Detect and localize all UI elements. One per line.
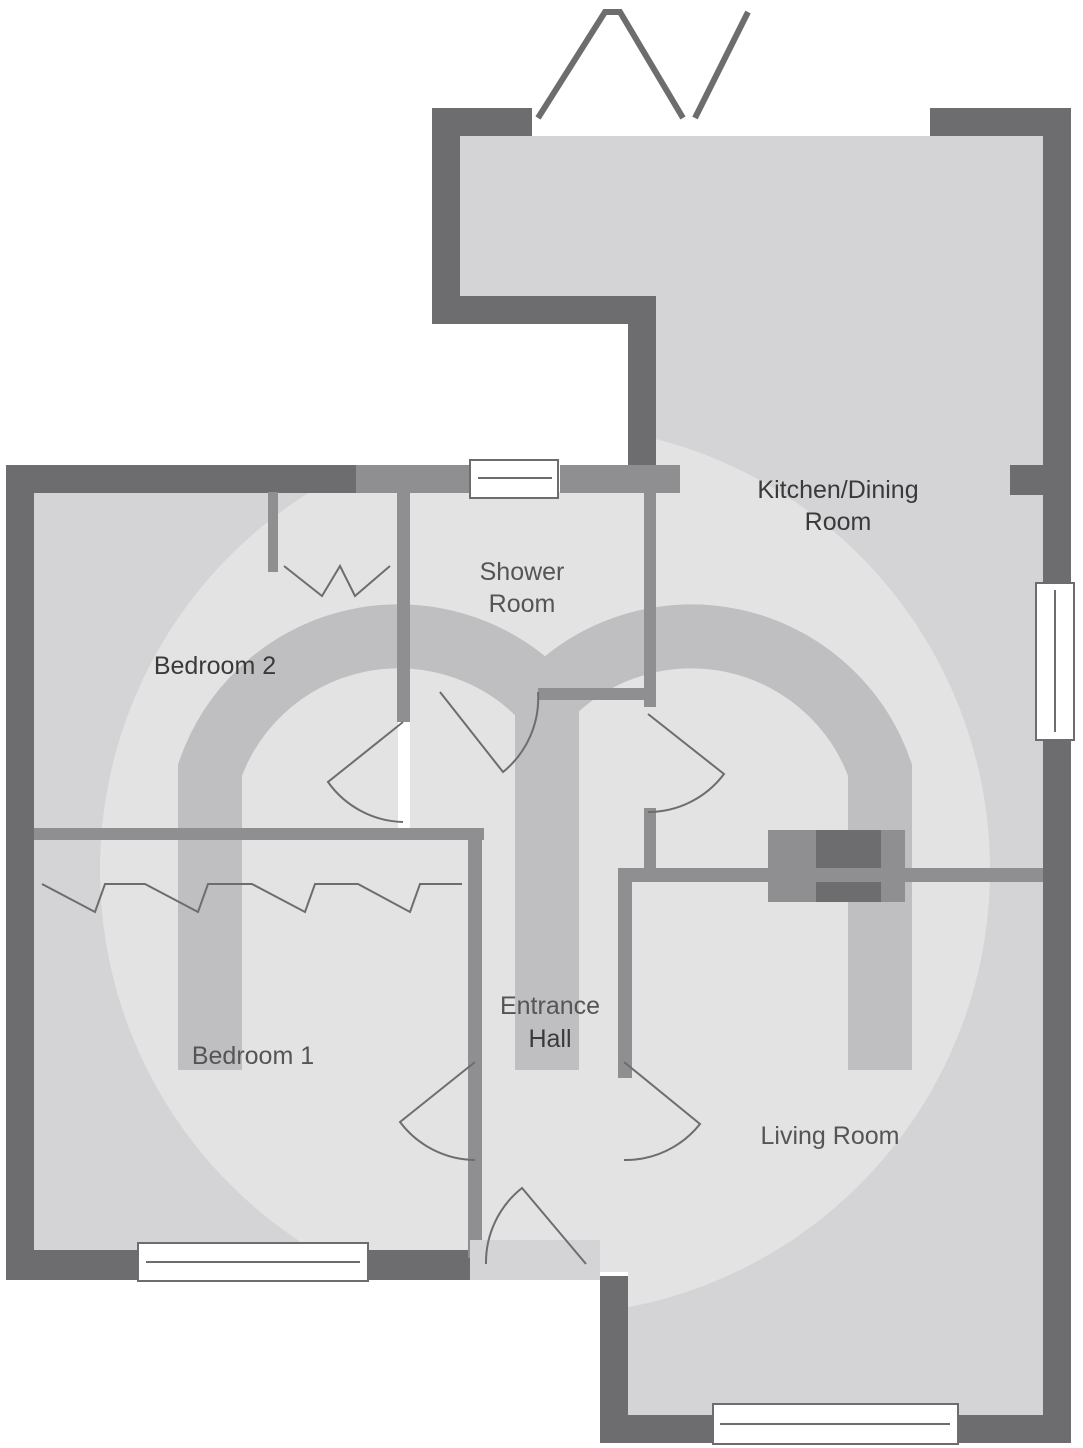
inner-walls [34,465,1043,1280]
outer-walls [6,108,1071,1443]
kitchen-label-line2: Room [805,508,872,536]
bifold-door-kitchen [535,9,751,120]
bedroom2-label: Bedroom 2 [154,652,276,680]
kitchen-label-line1: Kitchen/Dining [757,476,918,504]
hall-floor [410,697,655,1272]
door-living [623,1061,702,1162]
wardrobe-bedroom2 [283,563,391,598]
kitchen-floor [460,136,1043,296]
bedroom1-floor [34,840,468,1250]
floor-areas [34,136,1043,1415]
door-kitchen [647,713,726,813]
hall-label-line1: Entrance [500,992,600,1020]
shower-label-line1: Shower [480,558,565,586]
living-floor [628,880,1043,1415]
door-bedroom2 [326,721,404,823]
shower-floor [410,492,648,697]
living-label: Living Room [761,1122,900,1150]
wardrobe-bedroom1 [41,883,462,914]
bedroom1-label: Bedroom 1 [192,1042,314,1070]
doors [41,9,751,1265]
hall-label-line2: Hall [528,1025,571,1053]
door-entrance [484,1186,587,1265]
room-labels: Kitchen/Dining Room Shower Room Bedroom … [154,476,919,1150]
door-shower [439,691,540,774]
shower-label-line2: Room [489,590,556,618]
door-bedroom1 [398,1061,476,1161]
kitchen-floor-lower [655,296,1043,872]
windows [137,459,1075,1445]
